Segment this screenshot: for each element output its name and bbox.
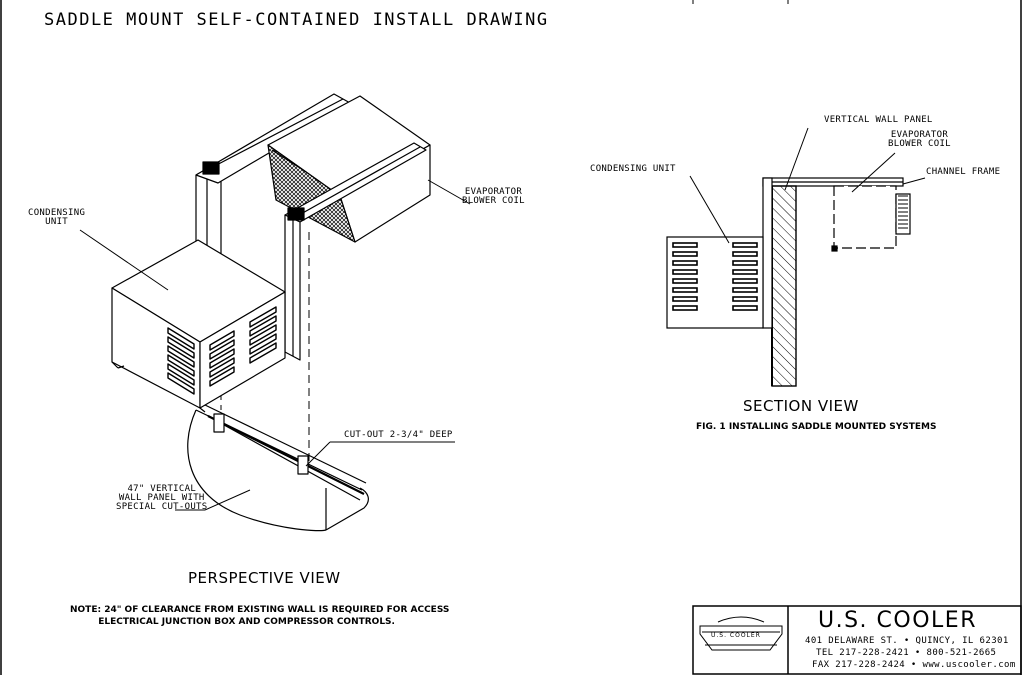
- section-drawing: [666, 127, 926, 387]
- perspective-drawing: [79, 93, 471, 532]
- perspective-leaders: [79, 179, 471, 511]
- wall-panel: [187, 404, 369, 532]
- section-wall: [771, 185, 797, 387]
- company-address: 401 DELAWARE ST. • QUINCY, IL 62301: [805, 636, 1009, 646]
- section-condensing-label: CONDENSING UNIT: [590, 164, 676, 174]
- clearance-note: NOTE: 24" OF CLEARANCE FROM EXISTING WAL…: [70, 605, 450, 628]
- drawing-title: SADDLE MOUNT SELF-CONTAINED INSTALL DRAW…: [44, 10, 549, 30]
- channel-frame: [762, 177, 904, 187]
- evaporator-box: [267, 95, 431, 243]
- section-condensing-unit: [666, 236, 764, 329]
- title-block: [692, 605, 1022, 675]
- company-phone: TEL 217-228-2421 • 800-521-2665: [816, 648, 997, 658]
- condensing-unit: [111, 239, 286, 413]
- evaporator-label: EVAPORATOR BLOWER COIL: [462, 187, 525, 206]
- vertical-wall-panel-label: VERTICAL WALL PANEL: [824, 115, 933, 125]
- condensing-unit-label: CONDENSING UNIT: [28, 208, 86, 227]
- section-evaporator: [831, 185, 911, 252]
- section-leaders: [689, 127, 926, 244]
- perspective-view-title: PERSPECTIVE VIEW: [188, 569, 341, 587]
- louvers-left: [167, 327, 195, 395]
- section-view-title: SECTION VIEW: [743, 397, 859, 415]
- frame-post: [762, 177, 773, 329]
- wall-panel-label: 47" VERTICAL WALL PANEL WITH SPECIAL CUT…: [116, 484, 208, 512]
- louvers-right: [209, 306, 277, 387]
- logo-text: U.S. COOLER: [711, 632, 761, 639]
- cutout-label: CUT-OUT 2-3/4" DEEP: [344, 430, 453, 440]
- front-frame: [284, 142, 427, 361]
- channel-frame-label: CHANNEL FRAME: [926, 167, 1001, 177]
- section-evaporator-label: EVAPORATOR BLOWER COIL: [888, 130, 951, 149]
- figure-caption: FIG. 1 INSTALLING SADDLE MOUNTED SYSTEMS: [696, 422, 937, 432]
- company-fax: FAX 217-228-2424 • www.uscooler.com: [812, 660, 1016, 670]
- company-name: U.S. COOLER: [818, 608, 977, 633]
- saddle-frame: [195, 93, 353, 269]
- company-logo: [699, 616, 783, 651]
